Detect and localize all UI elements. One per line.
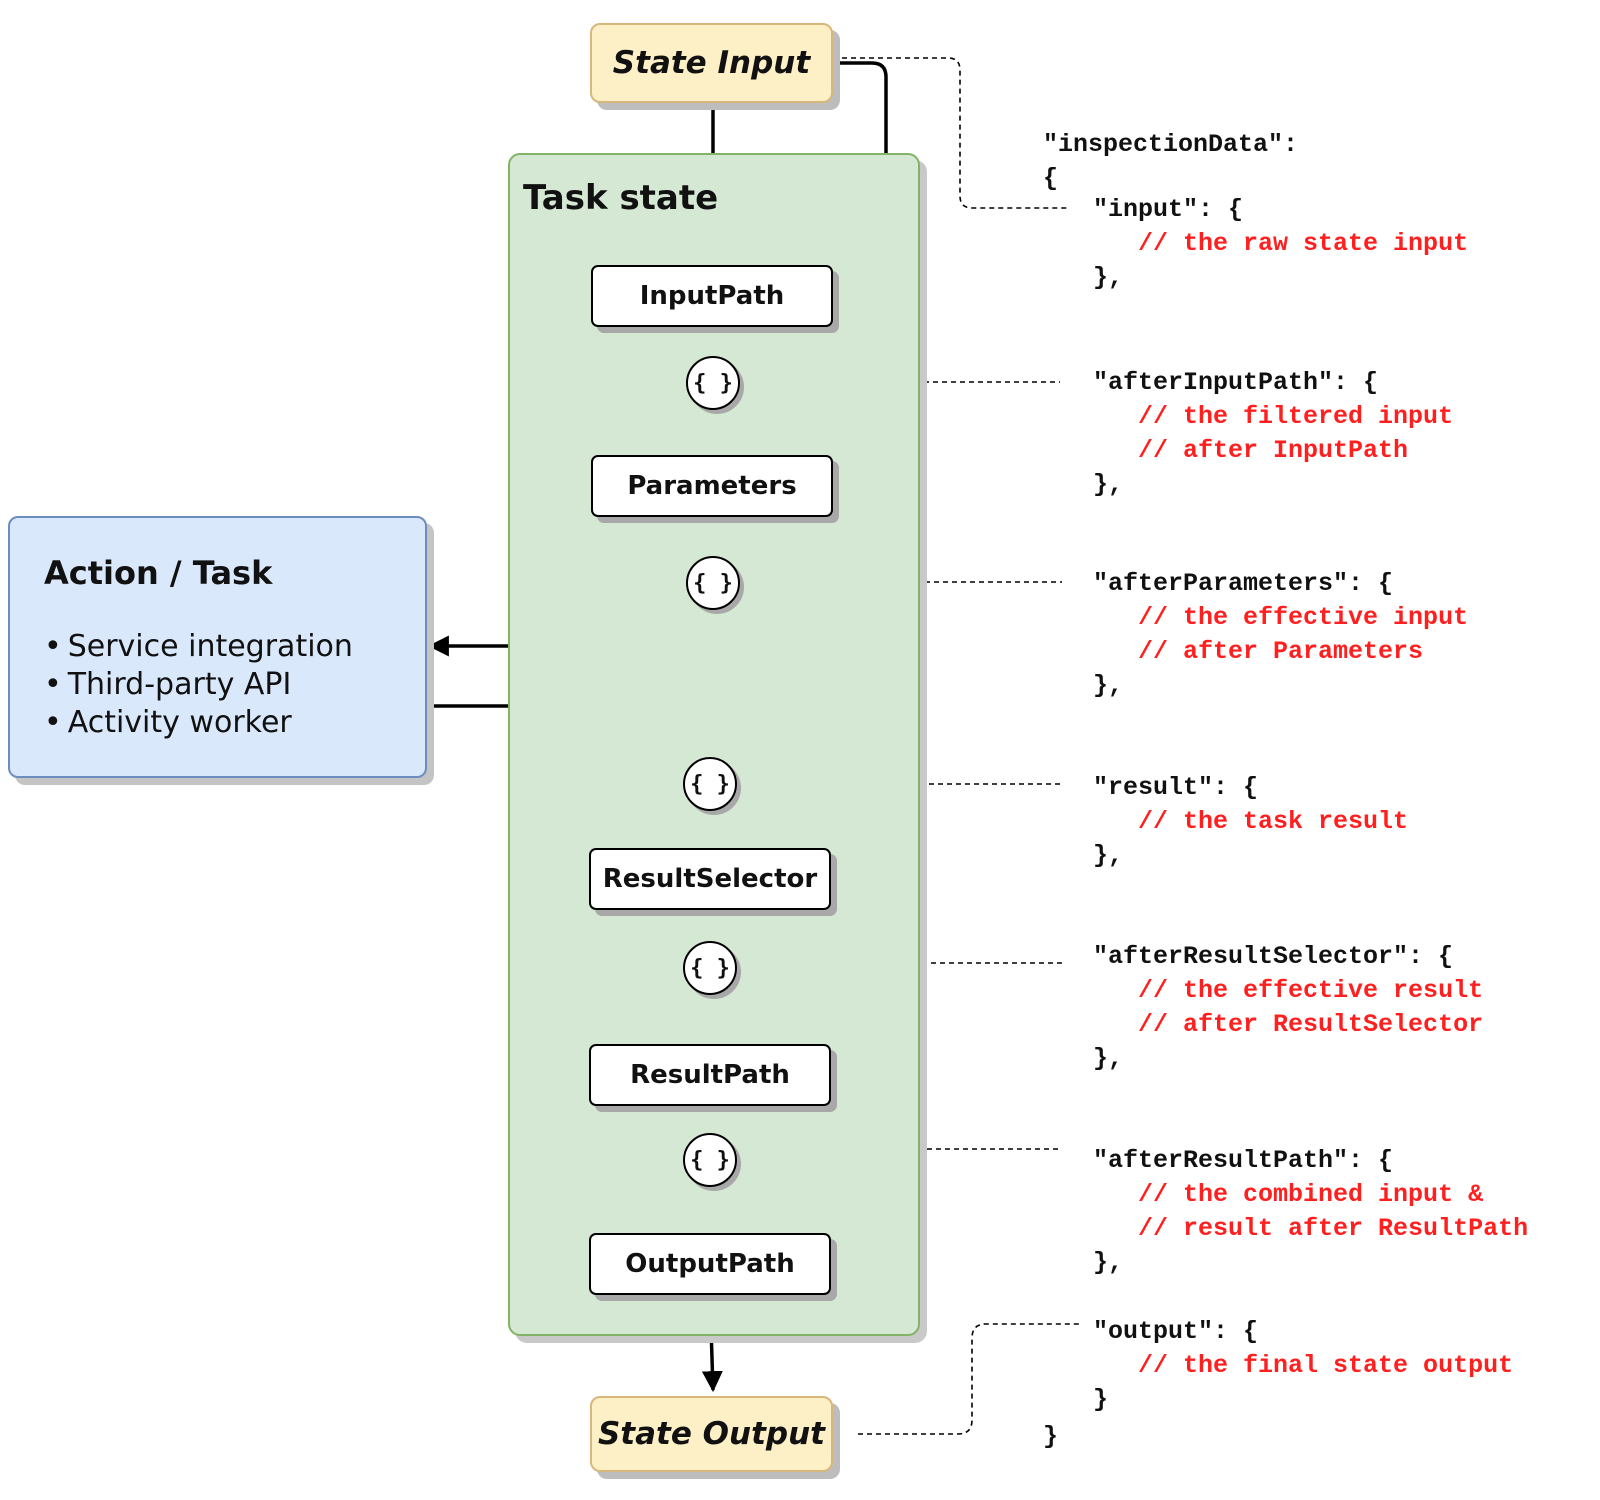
step-parameters: Parameters — [591, 455, 833, 517]
state-input-box: State Input — [590, 23, 833, 103]
inspection-section-comment: // the task result — [1138, 807, 1409, 836]
state-input-label: State Input — [612, 45, 811, 81]
inspection-section-close: }, — [1093, 1044, 1124, 1073]
inspection-section-comment: // after Parameters — [1138, 637, 1424, 666]
inspection-section-key: "afterInputPath": { — [1093, 368, 1379, 397]
inspection-section-key: "input": { — [1093, 195, 1244, 224]
inspection-section: "result": { // the task result }, — [1093, 771, 1408, 873]
inspection-section-close: }, — [1093, 841, 1124, 870]
inspection-section-comment: // the effective result — [1138, 976, 1484, 1005]
inspection-section-key: "afterParameters": { — [1093, 569, 1394, 598]
step-outputpath: OutputPath — [589, 1233, 831, 1295]
inspection-section-comment: // the raw state input — [1138, 229, 1469, 258]
action-task-item: Service integration — [44, 628, 425, 666]
inspection-section-close: }, — [1093, 1248, 1124, 1277]
json-node-result: { } — [683, 757, 737, 811]
inspection-section-close: } — [1093, 1385, 1109, 1414]
inspection-section-key: "output": { — [1093, 1317, 1259, 1346]
json-node-after-resultselector: { } — [683, 941, 737, 995]
json-node-after-resultpath: { } — [683, 1133, 737, 1187]
json-node-symbol: { } — [690, 955, 730, 981]
inspection-data-key: "inspectionData": — [1043, 130, 1299, 159]
inspection-section: "output": { // the final state output } — [1093, 1315, 1513, 1417]
json-node-symbol: { } — [690, 1147, 730, 1173]
dashed-link-input — [842, 57, 1068, 209]
inspection-section: "afterParameters": { // the effective in… — [1093, 567, 1468, 703]
json-node-after-parameters: { } — [686, 556, 740, 610]
step-parameters-label: Parameters — [627, 471, 797, 501]
json-node-symbol: { } — [693, 370, 733, 396]
inspection-section: "afterResultPath": { // the combined inp… — [1093, 1144, 1528, 1280]
json-node-after-inputpath: { } — [686, 356, 740, 410]
inspection-section-comment: // the effective input — [1138, 603, 1469, 632]
inspection-section: "afterResultSelector": { // the effectiv… — [1093, 940, 1483, 1076]
inspection-section-close: }, — [1093, 470, 1124, 499]
inspection-section: "input": { // the raw state input }, — [1093, 193, 1468, 295]
task-state-title: Task state — [523, 178, 719, 218]
inspection-section-key: "afterResultPath": { — [1093, 1146, 1394, 1175]
json-node-symbol: { } — [690, 771, 730, 797]
step-resultpath-label: ResultPath — [630, 1060, 790, 1090]
step-inputpath-label: InputPath — [639, 281, 785, 311]
json-node-symbol: { } — [693, 570, 733, 596]
step-resultselector-label: ResultSelector — [602, 864, 818, 894]
action-task-item: Third-party API — [44, 666, 425, 704]
inspection-section-comment: // after InputPath — [1138, 436, 1409, 465]
state-output-box: State Output — [590, 1396, 833, 1472]
inspection-section-close: }, — [1093, 671, 1124, 700]
inspection-close-brace: } — [1043, 1422, 1059, 1451]
action-task-item: Activity worker — [44, 704, 425, 742]
step-resultpath: ResultPath — [589, 1044, 831, 1106]
inspection-section-comment: // the filtered input — [1138, 402, 1454, 431]
inspection-section-comment: // result after ResultPath — [1138, 1214, 1529, 1243]
action-task-title: Action / Task — [44, 554, 273, 592]
action-task-box: Action / Task Service integration Third-… — [8, 516, 427, 778]
step-resultselector: ResultSelector — [589, 848, 831, 910]
inspection-section-comment: // the final state output — [1138, 1351, 1514, 1380]
step-inputpath: InputPath — [591, 265, 833, 327]
inspection-section-key: "result": { — [1093, 773, 1259, 802]
step-outputpath-label: OutputPath — [625, 1249, 795, 1279]
dashed-link-output — [858, 1323, 1080, 1435]
inspection-open-brace: { — [1043, 164, 1059, 193]
inspection-section: "afterInputPath": { // the filtered inpu… — [1093, 366, 1453, 502]
inspection-section-comment: // after ResultSelector — [1138, 1010, 1484, 1039]
action-task-list: Service integration Third-party API Acti… — [44, 628, 425, 742]
inspection-section-close: }, — [1093, 263, 1124, 292]
inspection-section-key: "afterResultSelector": { — [1093, 942, 1454, 971]
state-output-label: State Output — [597, 1416, 826, 1452]
inspection-section-comment: // the combined input & — [1138, 1180, 1484, 1209]
